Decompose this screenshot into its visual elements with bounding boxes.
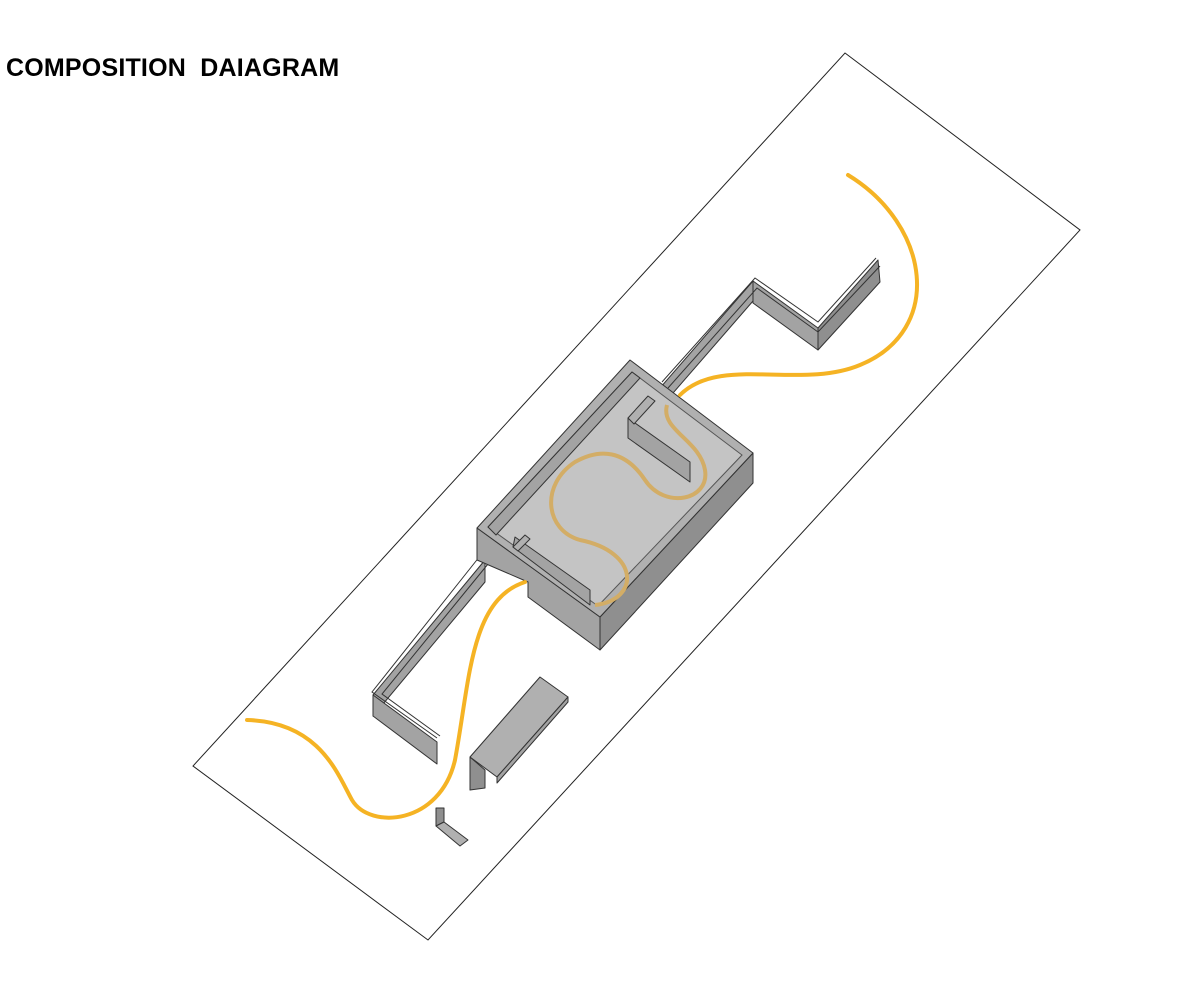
beam-piece [469, 676, 569, 791]
path-upper [678, 173, 919, 397]
lower-wall [371, 555, 489, 765]
interior-path [549, 404, 708, 607]
site-plate [192, 52, 1081, 941]
central-box [476, 359, 754, 651]
upper-wall [659, 257, 881, 409]
path-lower [245, 580, 527, 820]
small-bracket [435, 807, 469, 847]
diagram-title: COMPOSITION DAIAGRAM [6, 54, 340, 82]
